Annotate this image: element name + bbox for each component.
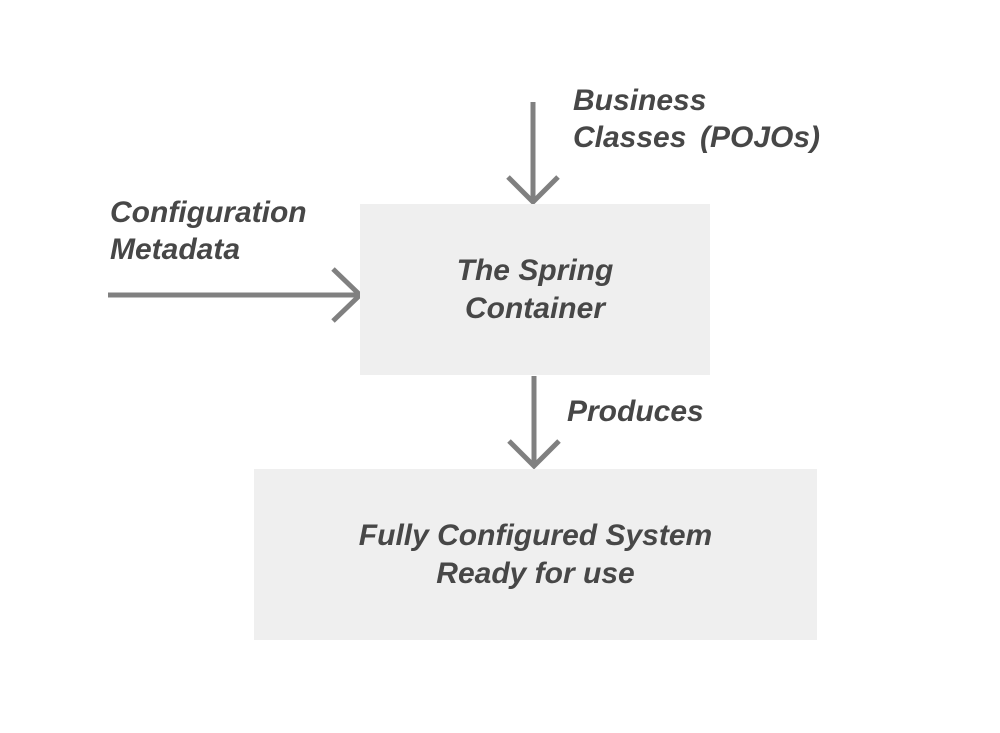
container-to-system-arrow [507, 376, 561, 470]
label-line: Configuration [110, 196, 307, 229]
arrow-head-down-icon [506, 175, 560, 206]
config-to-container-arrow [108, 267, 364, 323]
box-title-line: The Spring [456, 253, 614, 287]
business-to-container-arrow [506, 102, 560, 206]
label-line: Classes [573, 121, 687, 154]
business-classes-label: Business Classes [573, 82, 706, 156]
label-line: Metadata [110, 233, 241, 266]
box-title-line: Fully Configured System [358, 518, 713, 552]
label-line: Business [573, 84, 707, 117]
pojos-label: (POJOs) [700, 121, 821, 154]
configuration-metadata-label: Configuration Metadata [110, 194, 307, 268]
arrow-head-right-icon [331, 267, 364, 323]
box-title-line: Container [464, 291, 605, 325]
fully-configured-system-box: Fully Configured System Ready for use [254, 469, 817, 640]
spring-container-box: The Spring Container [360, 204, 710, 375]
box-title-line: Ready for use [436, 556, 635, 590]
produces-label: Produces [567, 395, 704, 428]
arrow-head-down-icon [507, 439, 561, 470]
